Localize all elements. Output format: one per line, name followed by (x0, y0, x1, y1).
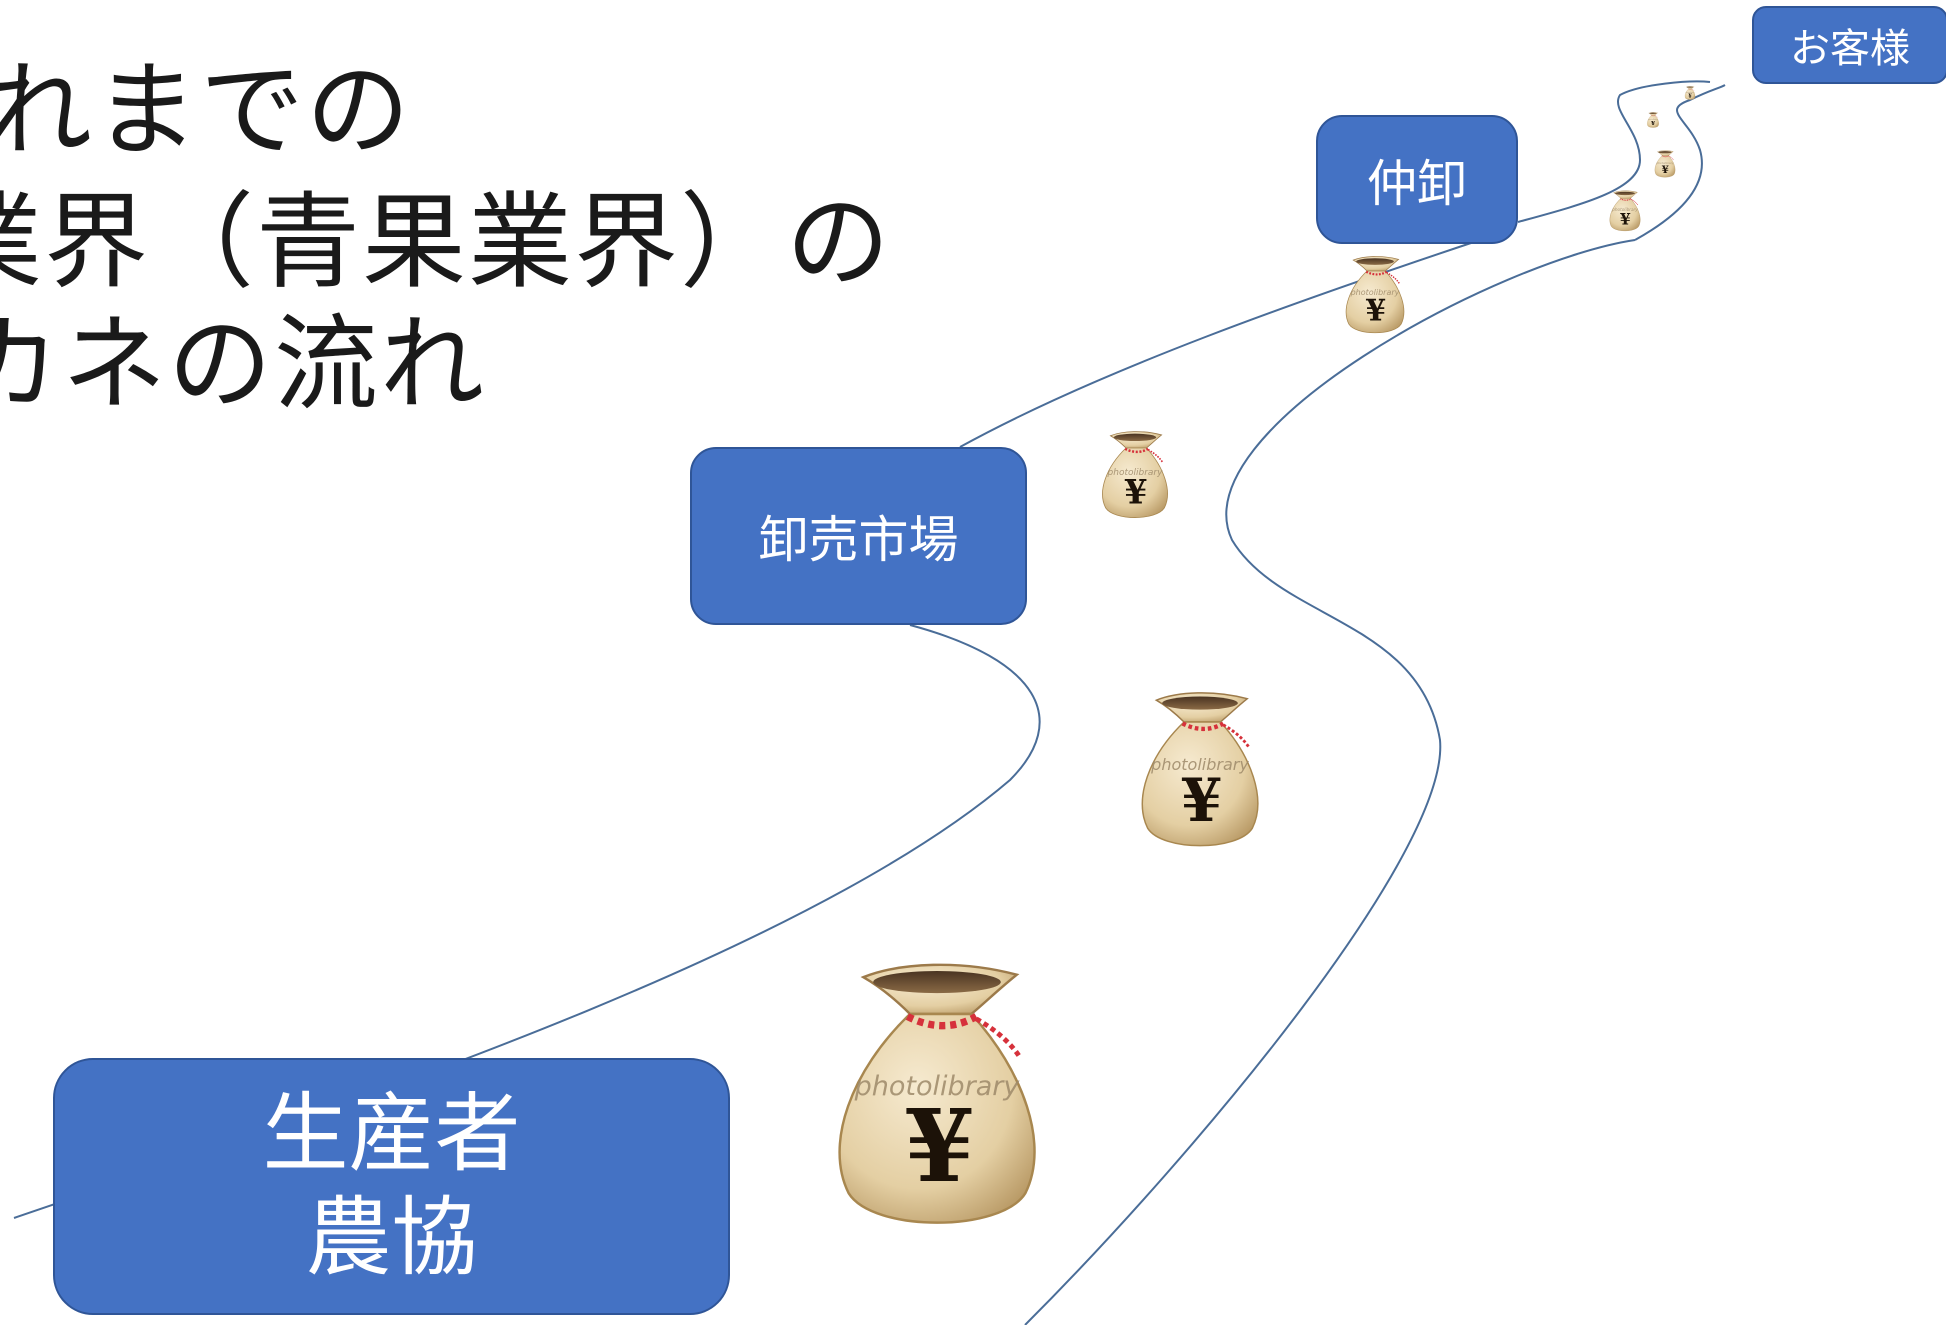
money-bag-icon: photolibrary ¥ (1652, 150, 1678, 178)
yen-symbol: ¥ (1688, 93, 1692, 99)
bag-watermark: photolibrary (1655, 161, 1673, 165)
bag-watermark: photolibrary (1350, 288, 1400, 297)
road-left-edge-top (1517, 80, 1711, 223)
money-bag-icon: photolibrary ¥ (1335, 255, 1415, 335)
yen-symbol: ¥ (1124, 473, 1147, 512)
road-right-edge-top (1634, 84, 1726, 241)
agricultural-coop-label: 農協 (305, 1187, 478, 1288)
broker-box: 仲卸 (1316, 115, 1518, 244)
bag-watermark: photolibrary (1150, 755, 1249, 774)
money-bag-icon: photolibrary ¥ (1683, 86, 1697, 100)
producer-box: 生産者 農協 (53, 1058, 730, 1315)
customer-box: お客様 (1752, 6, 1946, 84)
bag-watermark: photolibrary (1107, 468, 1164, 478)
money-bag-icon: photolibrary ¥ (1605, 190, 1645, 232)
producer-label: 生産者 (262, 1084, 521, 1185)
money-bag-icon: photolibrary ¥ (1090, 430, 1180, 520)
money-bag-icon: photolibrary ¥ (1120, 690, 1280, 850)
slide-title-line-3: カネの流れ (0, 303, 487, 425)
yen-symbol: ¥ (1651, 120, 1655, 127)
slide-title-line-1: れまでの (0, 49, 413, 171)
bag-watermark: photolibrary (1611, 207, 1638, 212)
yen-symbol: ¥ (904, 1087, 974, 1205)
money-bag-icon: photolibrary ¥ (1645, 112, 1661, 128)
yen-symbol: ¥ (1181, 766, 1223, 836)
wholesale-market-box: 卸売市場 (690, 447, 1027, 625)
yen-symbol: ¥ (1365, 293, 1386, 328)
bag-watermark: photolibrary (854, 1071, 1021, 1102)
money-bag-icon: photolibrary ¥ (812, 960, 1062, 1230)
slide-title-line-2: 業界（青果業界）の (0, 181, 893, 303)
road-right-edge (1024, 239, 1636, 1325)
yen-symbol: ¥ (1662, 164, 1669, 176)
yen-symbol: ¥ (1620, 209, 1631, 228)
road-left-edge-mid (959, 239, 1481, 448)
